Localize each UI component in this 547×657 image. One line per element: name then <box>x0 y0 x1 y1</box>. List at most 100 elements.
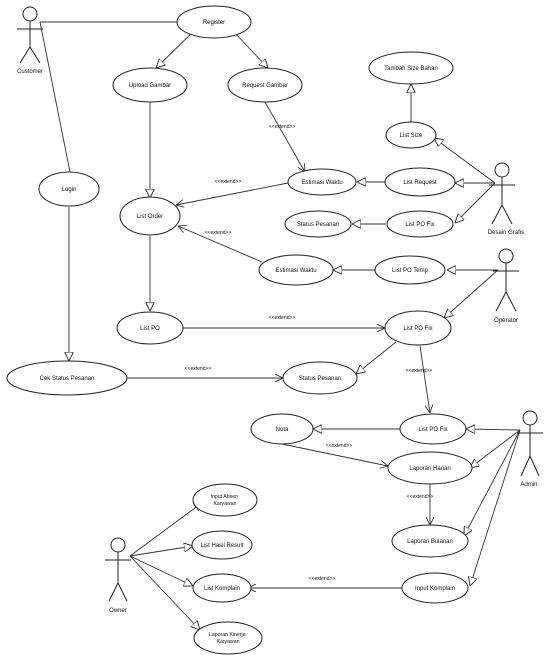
extend-label: <<extend>> <box>406 368 433 374</box>
usecase-label: Laporan Harian <box>409 466 450 472</box>
usecase-label: Upload Gambar <box>129 83 171 89</box>
actor-label: Operator <box>494 318 518 324</box>
usecase-laporan-bulanan[interactable]: Laporan Bulanan <box>391 524 469 558</box>
operator-to-listpofix-line <box>444 269 499 318</box>
admin-to-listpofix3-line <box>466 429 521 430</box>
usecase-label: Input Absen Karyawan <box>211 494 240 507</box>
usecase-label: List PO <box>140 326 160 332</box>
admin-to-laporanharian-line <box>470 429 521 468</box>
desain-to-listpofix-line <box>455 182 496 223</box>
owner-to-listhasil-line <box>129 546 193 557</box>
extend-label: <<extend>> <box>407 494 434 500</box>
usecase-list-po-fix-3[interactable]: List PO Fix <box>399 413 467 445</box>
usecase-label: Tambah Size Bahan <box>384 66 438 72</box>
usecase-label: List Request <box>403 180 437 186</box>
usecase-list-po-fix-1[interactable]: List PO Fix <box>386 210 454 238</box>
actor-label: Admin <box>520 482 537 488</box>
usecase-estimasi-waktu-1[interactable]: Estimasi Waktu <box>287 168 357 196</box>
usecase-label: Laporan Kinerja Karyawan <box>209 632 247 645</box>
usecase-tambah-size-bahan[interactable]: Tambah Size Bahan <box>368 51 454 85</box>
usecase-list-size[interactable]: List Size <box>385 121 437 149</box>
actor-admin[interactable]: Admin <box>517 410 543 488</box>
admin-to-inputkomplain-line <box>470 429 521 586</box>
extend-labels: <<extend>> <<extend>> <<extend>> <<exten… <box>185 124 434 582</box>
usecase-label: List Order <box>137 214 163 220</box>
extend-label: <<extend>> <box>205 230 232 236</box>
usecase-nota[interactable]: Nota <box>250 413 314 445</box>
usecase-label: List Size <box>400 133 423 139</box>
usecase-login[interactable]: Login <box>38 171 100 207</box>
usecase-register[interactable]: Register <box>176 5 252 39</box>
usecase-cek-status-pesanan[interactable]: Cek Status Pesanan <box>6 360 128 396</box>
usecase-label-line: Laporan Kinerja <box>209 632 246 638</box>
register-request-line <box>231 29 268 68</box>
usecase-label: Status Pesanan <box>297 222 339 228</box>
actor-label: Desain Grafis <box>488 230 524 236</box>
usecase-request-gambar[interactable]: Request Gambar <box>227 67 303 103</box>
usecase-label-line: Karyawan <box>216 639 239 645</box>
extend-label: <<extend>> <box>215 179 242 185</box>
usecase-label: Input Komplain <box>415 586 455 592</box>
admin-to-laporanbulanan-line <box>464 429 521 536</box>
usecase-label-line: Input Absen <box>211 494 239 500</box>
extend-label: <<extend>> <box>269 315 296 321</box>
usecase-input-komplain[interactable]: Input Komplain <box>401 572 469 604</box>
usecase-laporan-kinerja-karyawan[interactable]: Laporan Kinerja Karyawan <box>193 621 263 655</box>
listpofix2-to-listpofix3-line <box>419 345 430 413</box>
usecase-laporan-harian[interactable]: Laporan Harian <box>387 451 473 485</box>
owner-to-listkomplain-line <box>129 555 193 586</box>
estimasi2-to-listorder-line <box>178 226 263 263</box>
owner-to-inputabsen-line <box>129 502 203 557</box>
actor-desain-grafis[interactable]: Desain Grafis <box>488 162 524 236</box>
extend-label: <<extend>> <box>309 576 336 582</box>
usecase-label: Cek Status Pesanan <box>40 376 95 382</box>
nota-to-laporanharian-line <box>281 443 388 466</box>
usecase-list-order[interactable]: List Order <box>119 196 181 236</box>
usecase-label: List PO Fix <box>418 427 447 433</box>
owner-to-laporankinerja-line <box>129 555 200 630</box>
actor-label: Customer <box>17 69 43 75</box>
listpofix2-to-status2-line <box>356 341 397 374</box>
usecase-upload-gambar[interactable]: Upload Gambar <box>112 67 188 103</box>
actor-label: Owner <box>109 608 127 614</box>
actor-customer[interactable]: Customer <box>17 6 43 75</box>
usecase-label: Laporan Bulanan <box>407 539 453 545</box>
usecase-label: List Komplain <box>204 586 240 592</box>
estimasi-to-listorder-line <box>176 182 289 205</box>
usecase-list-komplain[interactable]: List Komplain <box>192 573 252 603</box>
usecase-label: Nota <box>276 427 289 433</box>
usecase-label-line: Karyawan <box>213 501 236 507</box>
usecase-list-hasil-result[interactable]: List Hasil Result <box>191 530 253 560</box>
usecase-label: List PO Fix <box>405 222 434 228</box>
usecase-status-pesanan-1[interactable]: Status Pesanan <box>284 210 352 238</box>
usecase-list-po-temp[interactable]: List PO Temp <box>374 255 446 285</box>
customer-to-login-line <box>39 21 71 173</box>
usecase-label: List Hasil Result <box>200 543 243 549</box>
usecase-input-absen-karyawan[interactable]: Input Absen Karyawan <box>192 483 258 517</box>
usecase-label: List PO Fix <box>403 326 432 332</box>
actor-operator[interactable]: Operator <box>493 248 519 324</box>
extend-label: <<extend>> <box>185 366 212 372</box>
desain-to-listsize-line <box>434 138 496 184</box>
usecase-label: Estimasi Waktu <box>275 268 316 274</box>
use-cases: Register Upload Gambar Request Gambar Ta… <box>6 5 473 655</box>
usecase-label: Register <box>203 20 225 26</box>
connections <box>39 21 521 630</box>
actor-owner[interactable]: Owner <box>105 537 131 614</box>
usecase-estimasi-waktu-2[interactable]: Estimasi Waktu <box>258 254 334 286</box>
request-to-estimasi-line <box>264 101 305 172</box>
usecase-label: Request Gambar <box>242 83 288 89</box>
extend-label: <<extend>> <box>326 443 353 449</box>
usecase-status-pesanan-2[interactable]: Status Pesanan <box>282 361 358 395</box>
usecase-list-po-fix-2[interactable]: List PO Fix <box>384 310 452 346</box>
actors: Customer Desain Grafis Operator Admin <box>17 6 543 614</box>
usecase-label: Estimasi Waktu <box>301 180 342 186</box>
usecase-list-po[interactable]: List PO <box>116 311 184 345</box>
register-upload-line <box>156 29 196 68</box>
usecase-list-request[interactable]: List Request <box>384 167 456 197</box>
usecase-label: Login <box>62 187 77 193</box>
extend-label: <<extend>> <box>269 124 296 130</box>
usecase-label: Status Pesanan <box>299 376 341 382</box>
usecase-label: List PO Temp <box>392 268 429 274</box>
